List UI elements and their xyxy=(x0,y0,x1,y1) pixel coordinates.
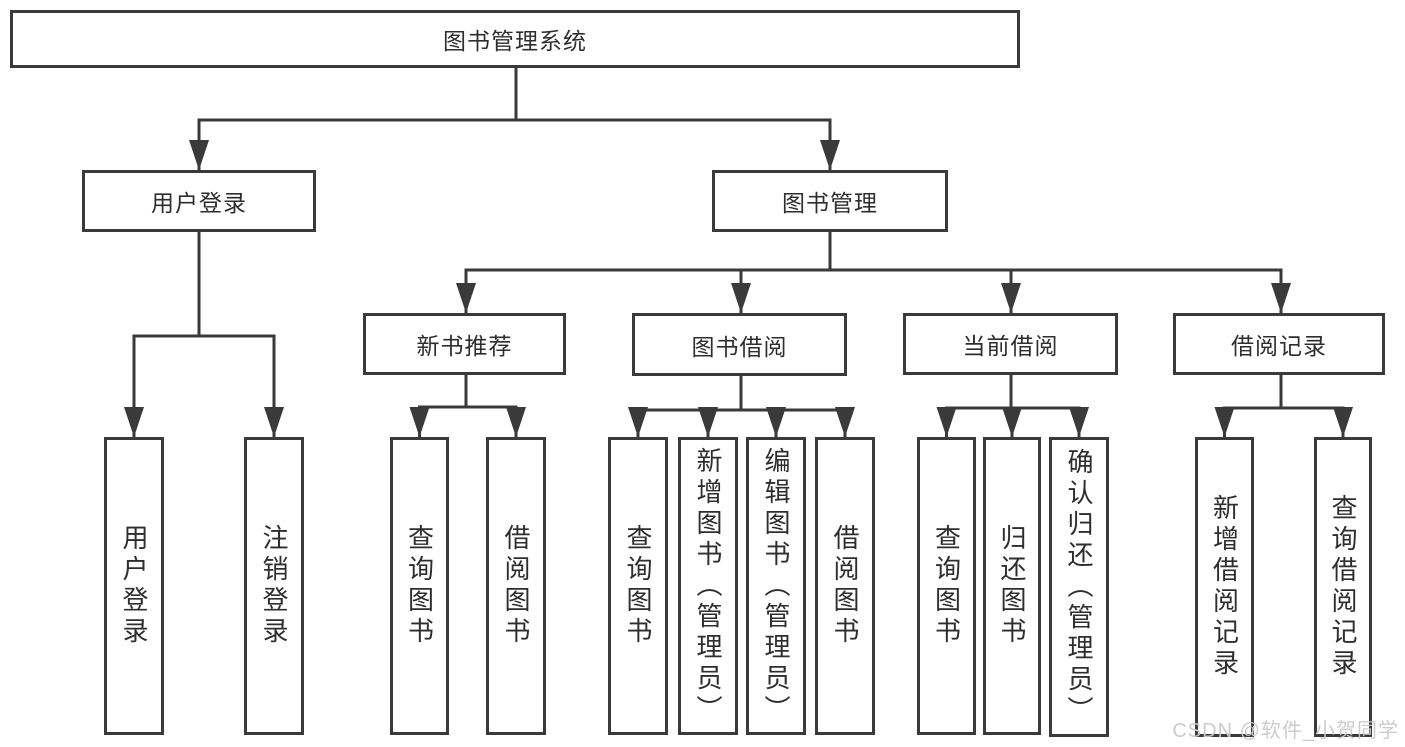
node-label: 新书推荐 xyxy=(416,333,513,359)
node-label: 查询图书 xyxy=(623,524,653,648)
node-label: 图书管理 xyxy=(782,190,878,216)
leaf-logout: 注销登录 xyxy=(244,437,304,735)
node-label: 查询图书 xyxy=(931,524,962,648)
leaf-borrow-books-borrowing: 借阅图书 xyxy=(815,437,875,735)
csdn-watermark: CSDN @软件_小贺同学 xyxy=(1172,720,1399,742)
leaf-query-books-recommend: 查询图书 xyxy=(390,437,449,735)
leaf-edit-books-admin: 编辑图书（管理员） xyxy=(746,437,806,735)
node-label: 用户登录 xyxy=(151,190,247,216)
node-label: 确认归还（管理员） xyxy=(1064,447,1094,727)
node-new-book-recommend: 新书推荐 xyxy=(363,313,566,375)
node-label: 新增图书（管理员） xyxy=(693,446,723,726)
node-user-login-branch: 用户登录 xyxy=(82,170,316,232)
node-label: 借阅图书 xyxy=(830,524,860,648)
node-book-management-branch: 图书管理 xyxy=(712,170,948,232)
node-label: 图书借阅 xyxy=(691,333,788,360)
leaf-return-books: 归还图书 xyxy=(983,437,1041,735)
leaf-borrow-books-recommend: 借阅图书 xyxy=(486,437,546,735)
leaf-query-borrow-record: 查询借阅记录 xyxy=(1314,437,1372,737)
node-label: 查询图书 xyxy=(404,524,435,648)
node-book-borrowing: 图书借阅 xyxy=(632,313,847,376)
node-current-borrowing: 当前借阅 xyxy=(903,313,1118,375)
node-label: 编辑图书（管理员） xyxy=(761,446,791,726)
node-label: 注销登录 xyxy=(259,524,289,648)
leaf-add-borrow-record: 新增借阅记录 xyxy=(1195,437,1254,737)
node-label: 当前借阅 xyxy=(962,333,1059,359)
node-label: 图书管理系统 xyxy=(443,28,587,54)
leaf-add-books-admin: 新增图书（管理员） xyxy=(678,437,738,735)
node-label: 新增借阅记录 xyxy=(1209,494,1240,680)
node-label: 查询借阅记录 xyxy=(1328,494,1358,680)
node-borrowing-records: 借阅记录 xyxy=(1173,313,1385,375)
leaf-query-books-current: 查询图书 xyxy=(917,437,976,735)
node-label: 归还图书 xyxy=(997,524,1027,648)
leaf-user-login: 用户登录 xyxy=(104,437,164,735)
leaf-confirm-return-admin: 确认归还（管理员） xyxy=(1049,437,1109,737)
node-label: 借阅记录 xyxy=(1231,333,1327,359)
node-label: 用户登录 xyxy=(119,524,149,648)
node-root-system: 图书管理系统 xyxy=(10,10,1020,68)
node-label: 借阅图书 xyxy=(501,524,531,648)
leaf-query-books-borrowing: 查询图书 xyxy=(608,437,668,735)
